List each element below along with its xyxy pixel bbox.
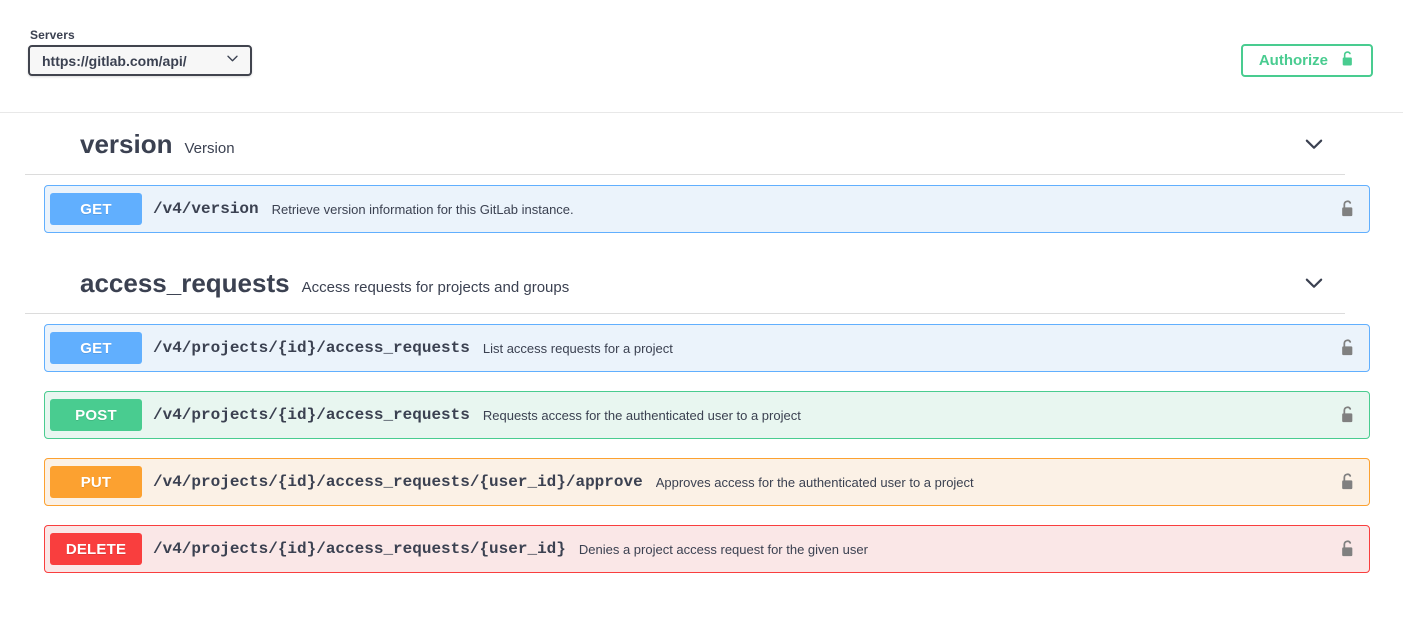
- http-method-badge: GET: [50, 332, 142, 364]
- unlock-icon[interactable]: [1337, 404, 1357, 426]
- unlock-icon[interactable]: [1337, 471, 1357, 493]
- operation-row[interactable]: DELETE /v4/projects/{id}/access_requests…: [44, 525, 1370, 573]
- chevron-down-icon[interactable]: [1301, 270, 1327, 296]
- operation-description: Retrieve version information for this Gi…: [271, 201, 574, 217]
- tag-section-access-requests: access_requests Access requests for proj…: [0, 252, 1403, 573]
- http-method-badge: PUT: [50, 466, 142, 498]
- operation-row[interactable]: POST /v4/projects/{id}/access_requests R…: [44, 391, 1370, 439]
- scheme-inner: Servers https://gitlab.com/api/ Authoriz…: [0, 0, 1403, 112]
- server-select-value: https://gitlab.com/api/: [42, 52, 187, 69]
- unlock-icon[interactable]: [1337, 198, 1357, 220]
- servers-label: Servers: [30, 28, 75, 42]
- chevron-down-icon[interactable]: [1301, 131, 1327, 157]
- tag-description: Version: [184, 140, 235, 157]
- authorize-button[interactable]: Authorize: [1240, 44, 1373, 77]
- authorize-button-label: Authorize: [1258, 52, 1328, 69]
- chevron-down-icon: [225, 51, 240, 71]
- tag-header-version[interactable]: version Version: [25, 113, 1345, 175]
- operation-list-access-requests: GET /v4/projects/{id}/access_requests Li…: [0, 324, 1403, 573]
- operation-path: /v4/projects/{id}/access_requests: [153, 339, 470, 357]
- unlock-icon: [1340, 50, 1355, 71]
- operation-description: Denies a project access request for the …: [578, 541, 868, 557]
- http-method-badge: POST: [50, 399, 142, 431]
- operations-sections: version Version GET /v4/version Retrieve…: [0, 113, 1403, 592]
- scheme-container: Servers https://gitlab.com/api/ Authoriz…: [0, 0, 1403, 113]
- unlock-icon[interactable]: [1337, 538, 1357, 560]
- unlock-icon[interactable]: [1337, 337, 1357, 359]
- operation-row[interactable]: PUT /v4/projects/{id}/access_requests/{u…: [44, 458, 1370, 506]
- operation-description: List access requests for a project: [482, 340, 673, 356]
- tag-name: access_requests: [80, 268, 290, 298]
- operation-path: /v4/projects/{id}/access_requests/{user_…: [153, 473, 643, 491]
- tag-section-version: version Version GET /v4/version Retrieve…: [0, 113, 1403, 233]
- operation-list-version: GET /v4/version Retrieve version informa…: [0, 185, 1403, 233]
- operation-path: /v4/projects/{id}/access_requests/{user_…: [153, 540, 566, 558]
- tag-name: version: [80, 129, 173, 159]
- operation-path: /v4/projects/{id}/access_requests: [153, 406, 470, 424]
- server-select[interactable]: https://gitlab.com/api/: [28, 45, 252, 76]
- operation-description: Approves access for the authenticated us…: [655, 474, 974, 490]
- servers-block: Servers https://gitlab.com/api/: [28, 28, 252, 76]
- tag-header-access-requests[interactable]: access_requests Access requests for proj…: [25, 252, 1345, 314]
- tag-description: Access requests for projects and groups: [301, 279, 570, 296]
- operation-row[interactable]: GET /v4/version Retrieve version informa…: [44, 185, 1370, 233]
- authorize-wrapper: Authorize: [1240, 44, 1373, 77]
- operation-description: Requests access for the authenticated us…: [482, 407, 801, 423]
- operation-path: /v4/version: [153, 200, 259, 218]
- http-method-badge: GET: [50, 193, 142, 225]
- http-method-badge: DELETE: [50, 533, 142, 565]
- operation-row[interactable]: GET /v4/projects/{id}/access_requests Li…: [44, 324, 1370, 372]
